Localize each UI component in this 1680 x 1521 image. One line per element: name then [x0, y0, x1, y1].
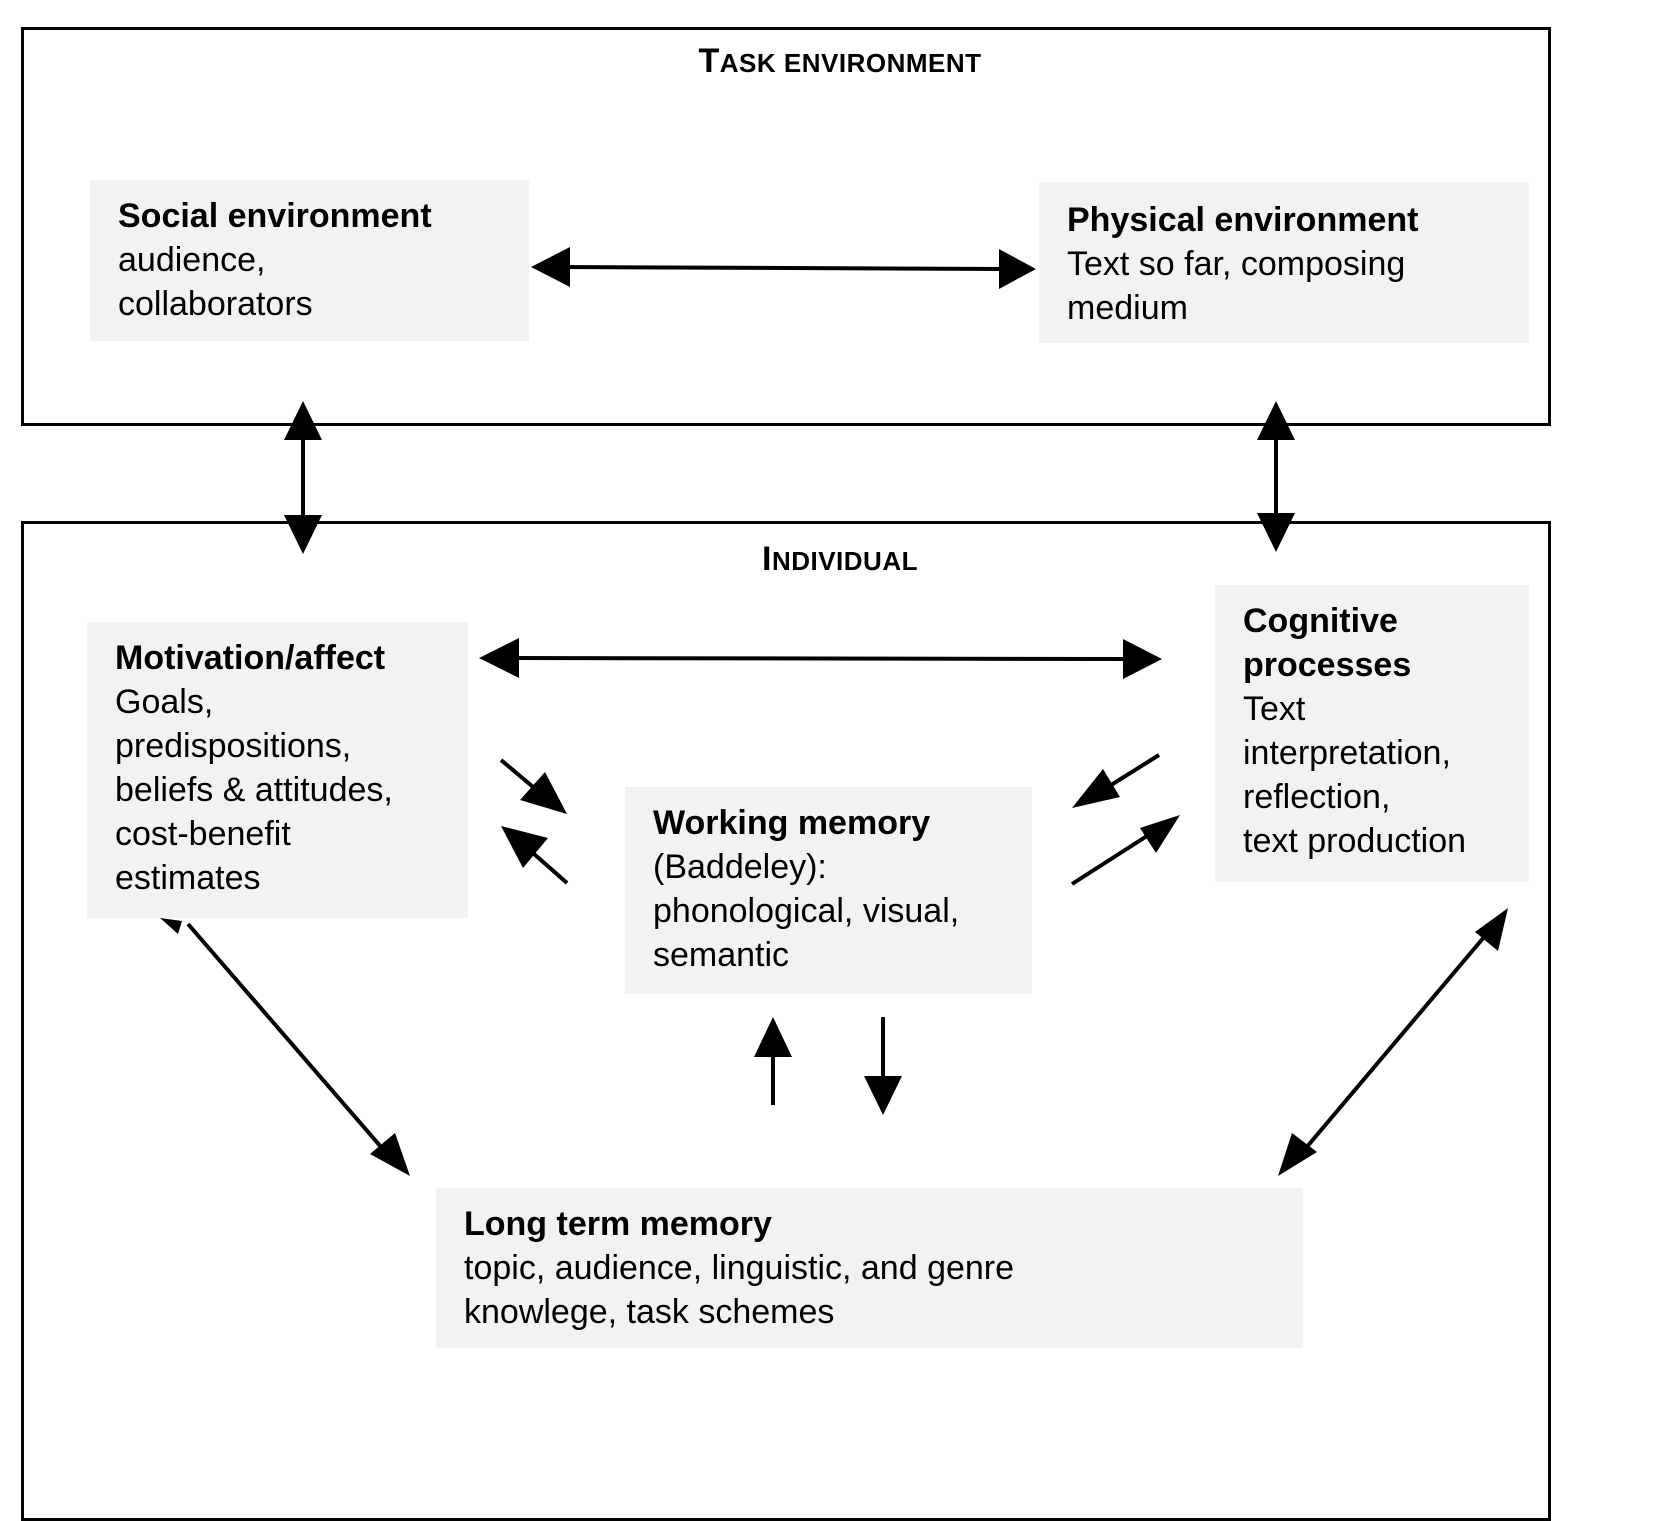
cognitive-processes-line: Text: [1243, 690, 1306, 728]
motivation-affect-line: cost-benefit: [115, 815, 291, 853]
long-term-memory-node: Long term memory topic, audience, lingui…: [436, 1188, 1303, 1348]
working-memory-node: Working memory (Baddeley): phonological,…: [625, 787, 1032, 994]
physical-environment-node: Physical environment Text so far, compos…: [1039, 182, 1529, 343]
individual-title-rest: NDIVIDUAL: [771, 546, 918, 576]
working-memory-line: phonological, visual,: [653, 892, 960, 930]
individual-title-initial: I: [761, 540, 772, 578]
task-environment-title: TASK ENVIRONMENT: [0, 42, 1680, 81]
long-term-memory-line: knowlege, task schemes: [464, 1293, 835, 1331]
physical-environment-line: Text so far, composing: [1067, 245, 1406, 283]
physical-environment-line: medium: [1067, 289, 1188, 327]
working-memory-line: semantic: [653, 936, 790, 974]
motivation-affect-line: beliefs & attitudes,: [115, 771, 393, 809]
cognitive-processes-title: processes: [1243, 646, 1412, 684]
long-term-memory-line: topic, audience, linguistic, and genre: [464, 1249, 1015, 1287]
cognitive-processes-line: interpretation,: [1243, 734, 1451, 772]
cognitive-processes-line: reflection,: [1243, 778, 1391, 816]
social-environment-line: collaborators: [118, 285, 313, 323]
motivation-affect-node: Motivation/affect Goals, predispositions…: [87, 622, 468, 918]
motivation-affect-line: predispositions,: [115, 727, 352, 765]
cognitive-processes-node: Cognitive processes Text interpretation,…: [1215, 585, 1529, 882]
social-environment-title: Social environment: [118, 197, 432, 235]
motivation-affect-line: Goals,: [115, 683, 214, 721]
individual-title: INDIVIDUAL: [0, 540, 1680, 579]
working-memory-title: Working memory: [653, 804, 931, 842]
motivation-affect-line: estimates: [115, 859, 261, 897]
cognitive-processes-title: Cognitive: [1243, 602, 1398, 640]
task-environment-title-initial: T: [698, 42, 720, 80]
working-memory-line: (Baddeley):: [653, 848, 827, 886]
social-environment-node: Social environment audience, collaborato…: [90, 180, 529, 341]
social-environment-line: audience,: [118, 241, 266, 279]
physical-environment-title: Physical environment: [1067, 201, 1419, 239]
long-term-memory-title: Long term memory: [464, 1205, 772, 1243]
task-environment-frame: [21, 27, 1551, 426]
cognitive-processes-line: text production: [1243, 822, 1467, 860]
motivation-affect-title: Motivation/affect: [115, 639, 386, 677]
task-environment-title-rest: ASK ENVIRONMENT: [719, 48, 982, 78]
